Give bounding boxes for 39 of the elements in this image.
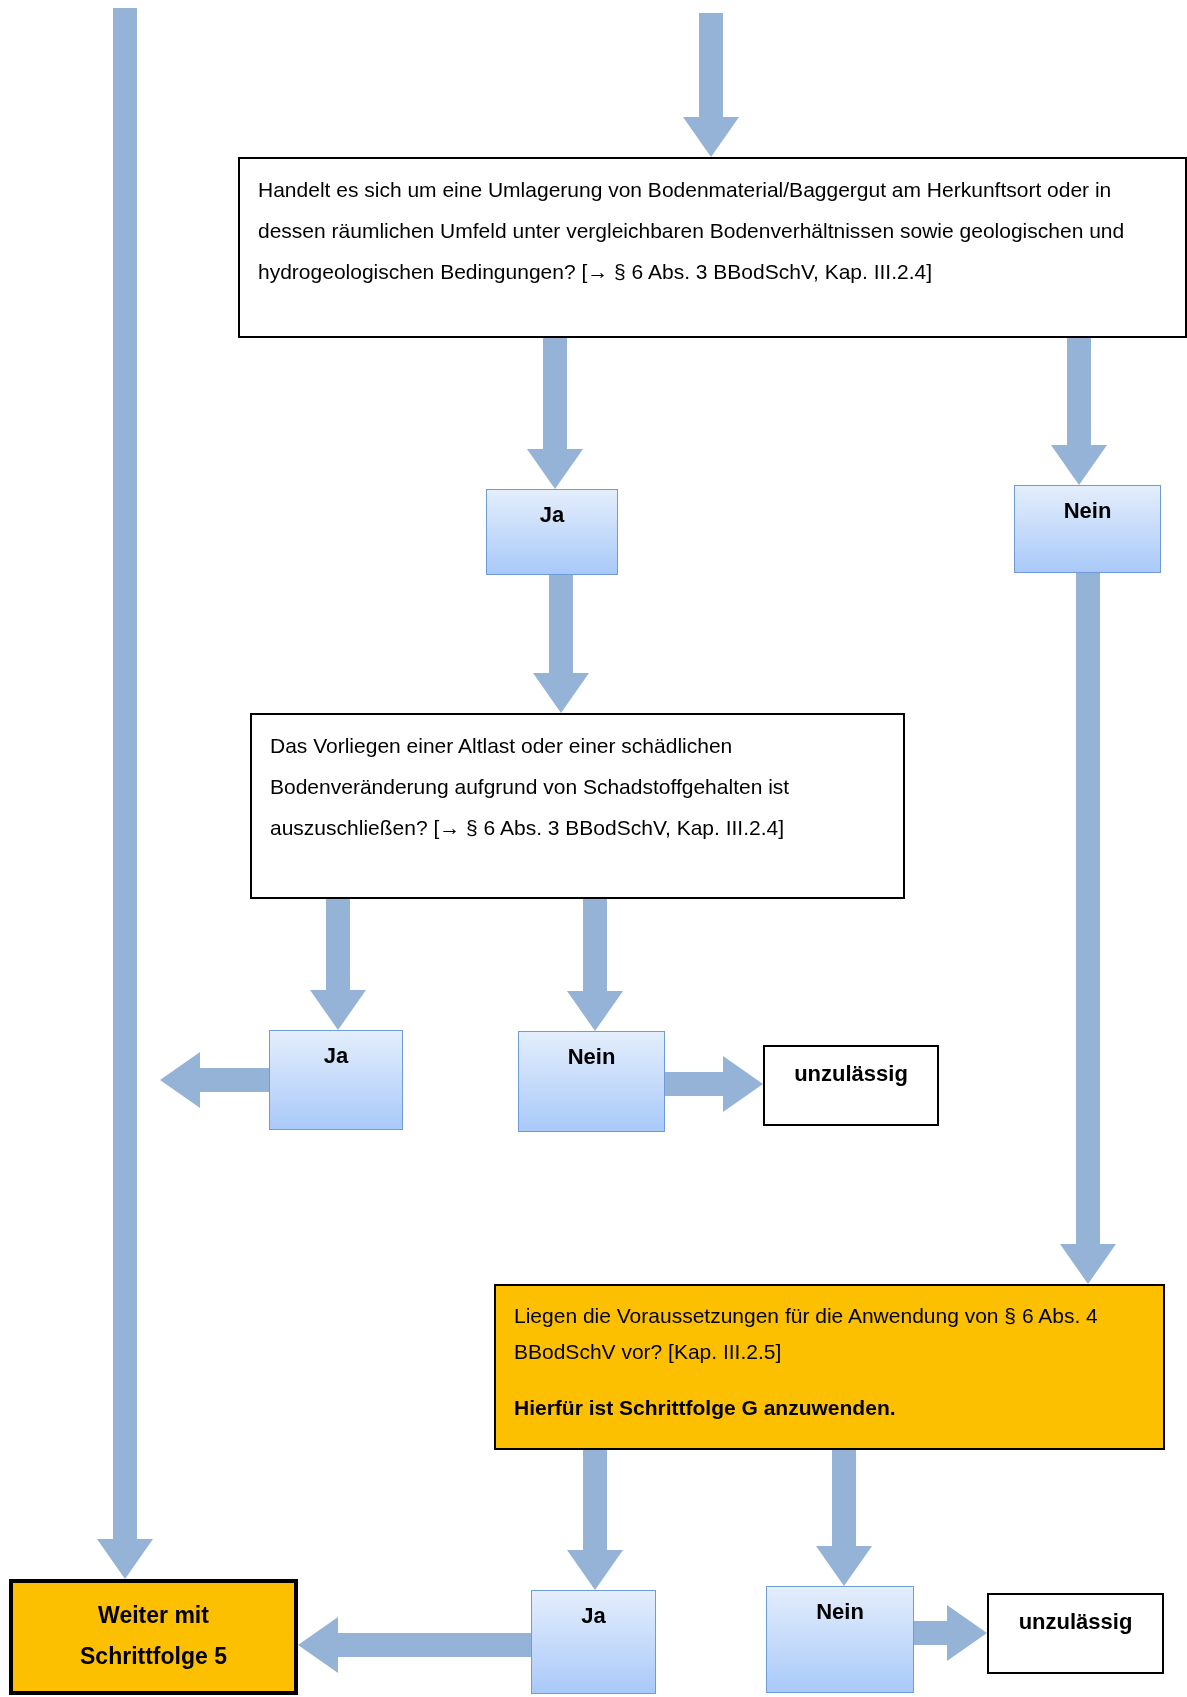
question-text: Liegen die Voraussetzungen für die Anwendung von § 6 Abs. 4 BBodSchV vor? [Kap. III.2.5] [514, 1303, 1099, 1365]
question-text: Hierfür ist Schrittfolge G anzuwenden. [514, 1395, 897, 1421]
block-arrow [816, 1450, 872, 1586]
answer-label: Nein [1062, 498, 1113, 524]
block-arrow [310, 899, 366, 1030]
question-box [250, 713, 905, 899]
answer-box [269, 1030, 403, 1130]
block-arrow [160, 1052, 269, 1108]
block-arrow [914, 1605, 987, 1661]
answer-label: Nein [566, 1044, 617, 1070]
block-arrow [567, 899, 623, 1031]
result-box [987, 1593, 1164, 1674]
answer-label: unzulässig [1017, 1609, 1134, 1635]
question-box [494, 1284, 1165, 1450]
block-arrow [533, 575, 589, 713]
question-box [238, 157, 1187, 338]
question-text: Handelt es sich um eine Umlagerung von Bodenmaterial/Baggergut am Herkunftsort oder in dessen räumlichen Umfeld unter vergleichbaren Bodenverhältnissen sowie geologischen und hydrogeologischen Bedingungen? [→ § 6 Abs. 3 BBodSchV, Kap. III.2.4] [258, 177, 1126, 285]
result-box [763, 1045, 939, 1126]
answer-label: Nein [815, 1599, 865, 1625]
block-arrow [683, 13, 739, 157]
question-text: Weiter mit Schrittfolge 5 [79, 1601, 228, 1671]
answer-box [486, 489, 618, 575]
block-arrow [1060, 573, 1116, 1284]
answer-box [518, 1031, 665, 1132]
answer-label: unzulässig [793, 1061, 909, 1087]
block-arrow [567, 1450, 623, 1590]
block-arrow [1051, 338, 1107, 485]
answer-box [766, 1586, 914, 1693]
answer-label: Ja [538, 502, 566, 528]
question-text: Das Vorliegen einer Altlast oder einer schädlichen Bodenveränderung aufgrund von Schadstoffgehalten ist auszuschließen? [→ § 6 Abs. 3 BBodSchV, Kap. III.2.4] [270, 733, 791, 841]
answer-box [531, 1590, 656, 1694]
block-arrow [527, 338, 583, 489]
result-box [9, 1579, 298, 1695]
answer-label: Ja [580, 1603, 607, 1629]
block-arrow [665, 1056, 763, 1112]
answer-box [1014, 485, 1161, 573]
block-arrow [298, 1617, 531, 1673]
answer-label: Ja [322, 1043, 350, 1069]
block-arrow [97, 8, 153, 1579]
